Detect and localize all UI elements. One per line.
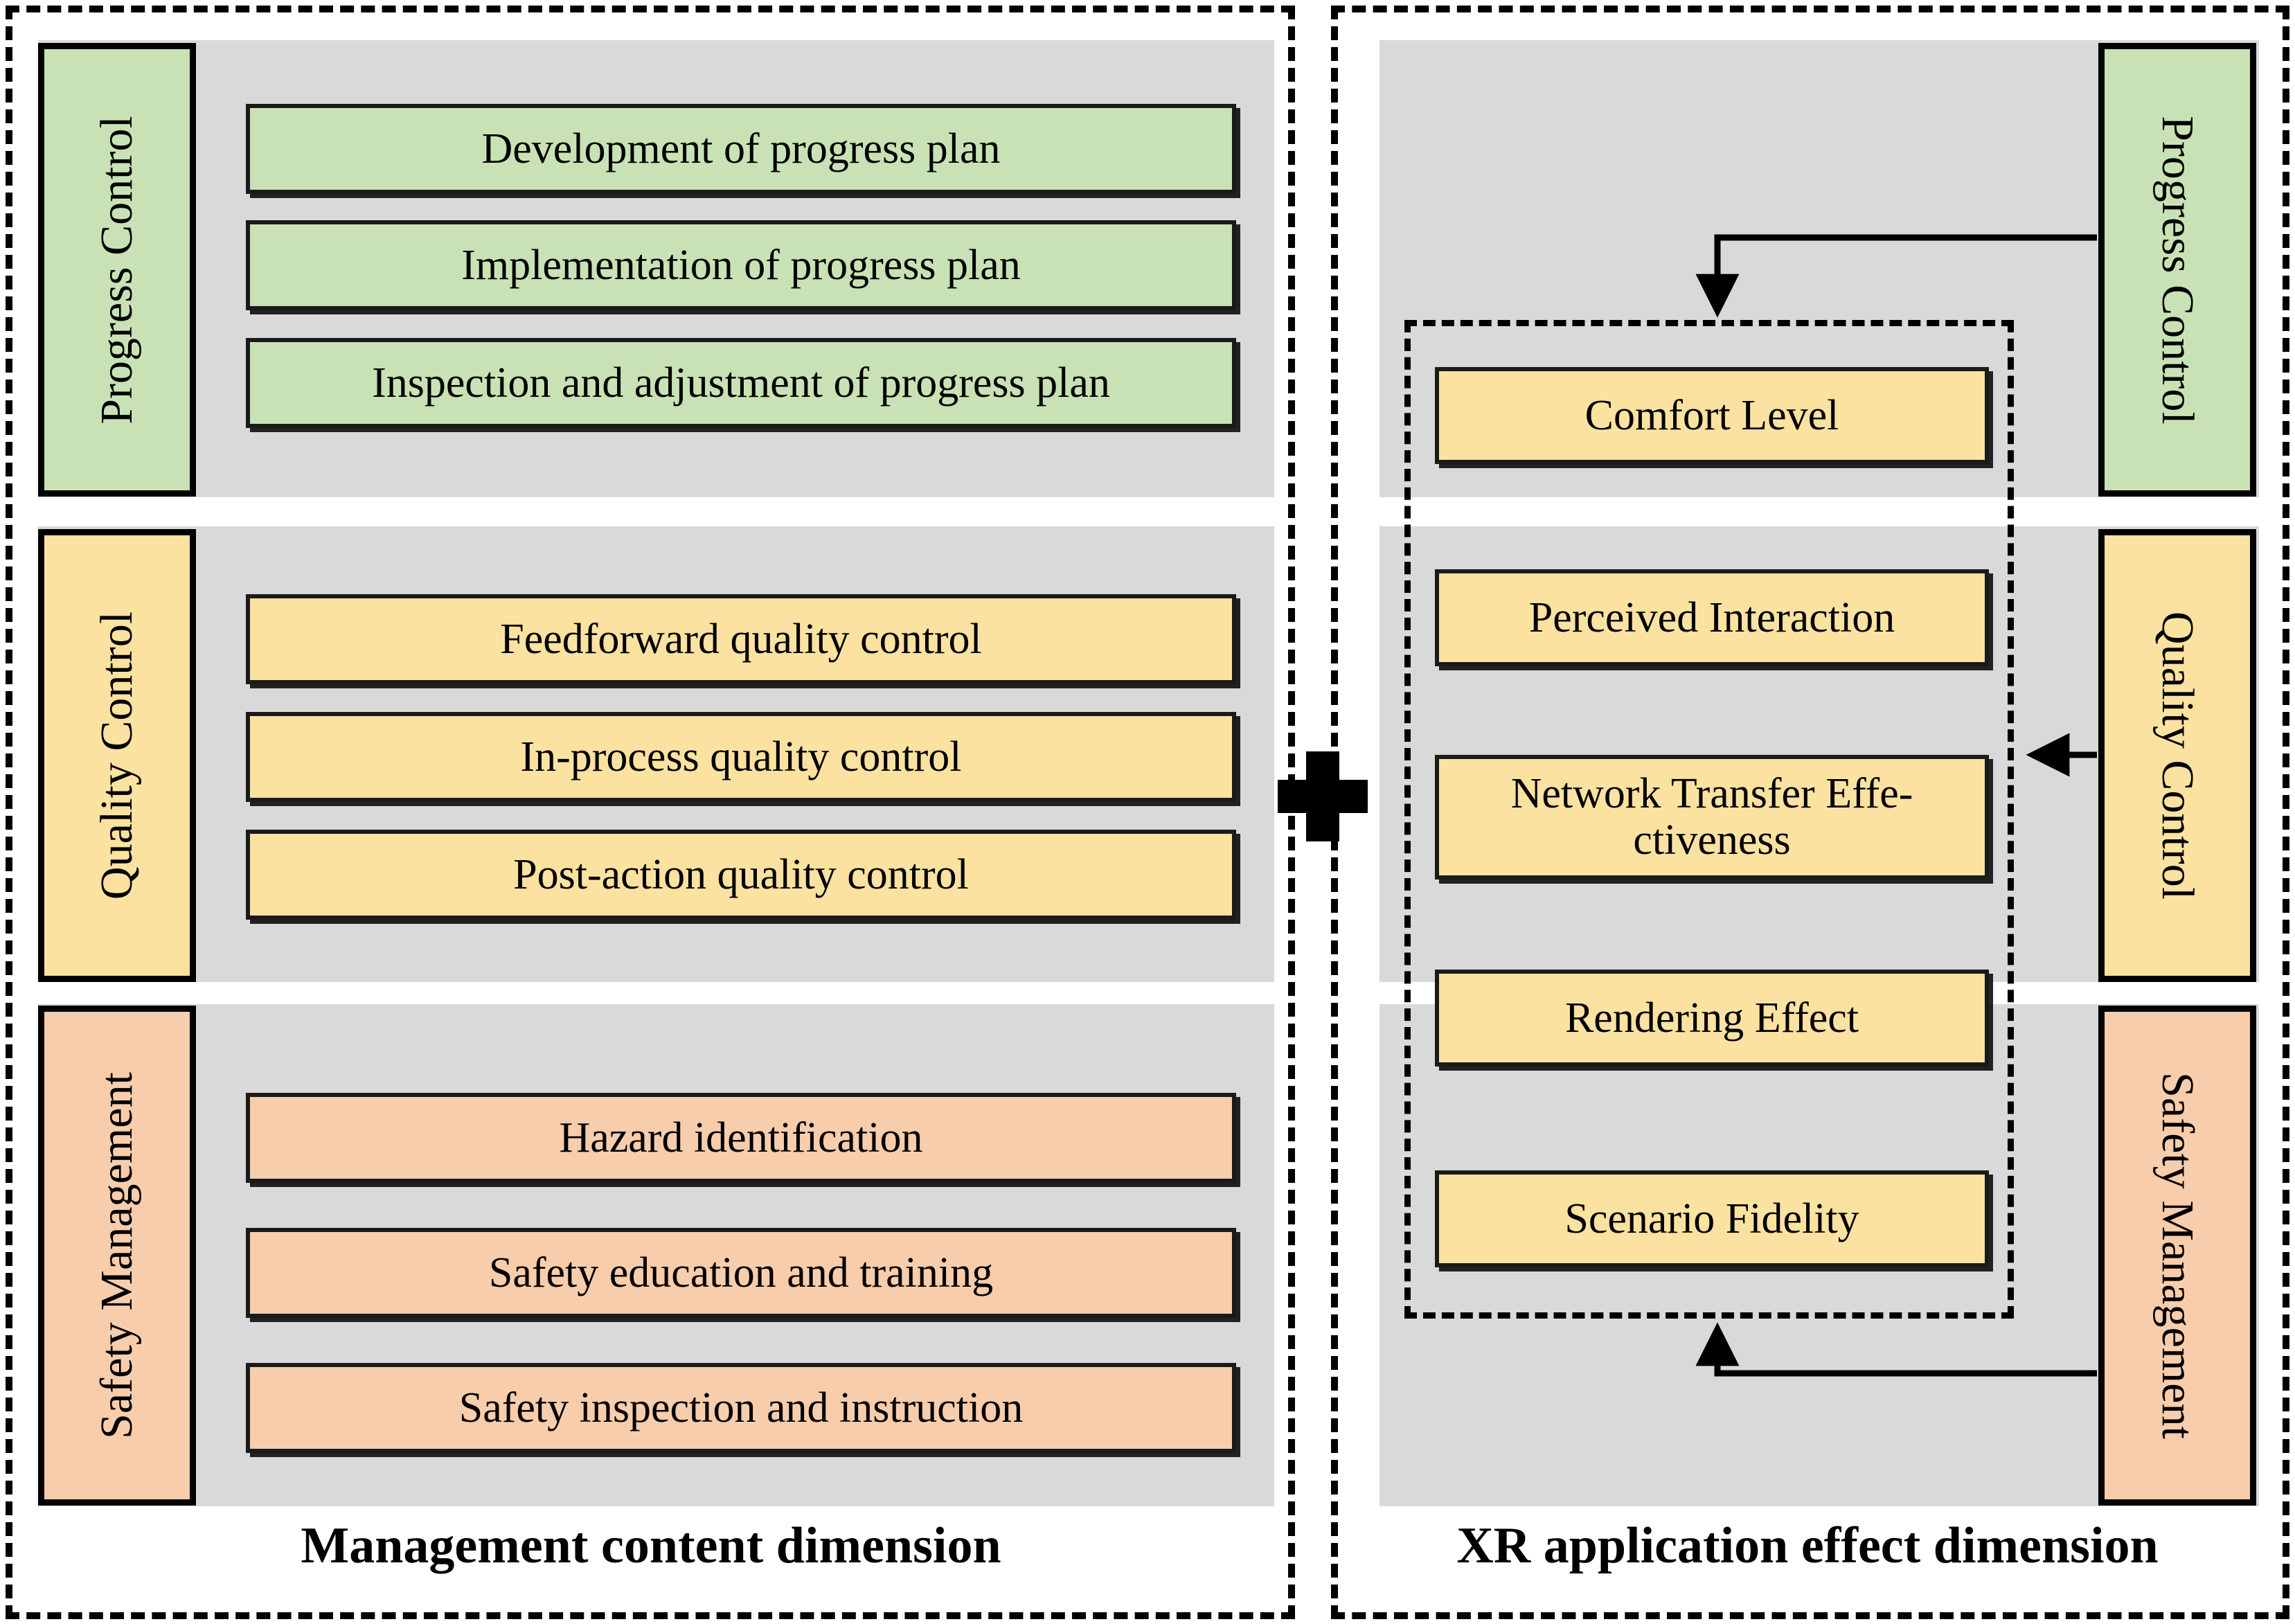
effect-box-network-transfer-effectiveness[interactable]: Network Transfer Effe-ctiveness (1435, 755, 1989, 880)
group-label-safety-management-left: Safety Management (38, 1006, 196, 1506)
item-box-feedforward-quality-control[interactable]: Feedforward quality control (246, 594, 1236, 684)
item-box-label: Development of progress plan (481, 125, 1001, 172)
group-label-progress-control-left: Progress Control (38, 43, 196, 497)
item-box-hazard-identification[interactable]: Hazard identification (246, 1093, 1236, 1183)
item-box-label: Hazard identification (559, 1114, 923, 1161)
item-box-label: Implementation of progress plan (461, 241, 1021, 289)
item-box-in-process-quality-control[interactable]: In-process quality control (246, 712, 1236, 802)
group-label-safety-management-right: Safety Management (2098, 1006, 2256, 1506)
item-box-label: Safety education and training (488, 1249, 994, 1296)
effect-box-label: Rendering Effect (1564, 994, 1859, 1042)
item-box-development-of-progress-plan[interactable]: Development of progress plan (246, 104, 1236, 194)
group-label-progress-control-right: Progress Control (2098, 43, 2256, 497)
item-box-label: Safety inspection and instruction (458, 1384, 1024, 1431)
xr-application-effect-dimension-panel (1331, 6, 2289, 1619)
effect-box-label: Comfort Level (1584, 391, 1839, 439)
caption-management-content-dimension: Management content dimension (301, 1517, 1001, 1574)
item-box-safety-inspection-and-instruction[interactable]: Safety inspection and instruction (246, 1363, 1236, 1453)
group-label-text: Quality Control (2152, 611, 2203, 900)
group-label-text: Safety Management (91, 1072, 142, 1439)
effect-box-label: Perceived Interaction (1528, 594, 1895, 641)
item-box-inspection-and-adjustment-of-progress-plan[interactable]: Inspection and adjustment of progress pl… (246, 338, 1236, 428)
group-label-text: Progress Control (91, 115, 142, 425)
item-box-post-action-quality-control[interactable]: Post-action quality control (246, 830, 1236, 920)
group-label-text: Progress Control (2152, 115, 2203, 425)
effect-box-label: Network Transfer Effe-ctiveness (1510, 770, 1913, 864)
item-box-implementation-of-progress-plan[interactable]: Implementation of progress plan (246, 220, 1236, 310)
effect-box-scenario-fidelity[interactable]: Scenario Fidelity (1435, 1170, 1989, 1267)
group-label-text: Quality Control (91, 611, 142, 900)
item-box-label: Post-action quality control (513, 850, 969, 898)
item-box-label: Feedforward quality control (500, 615, 982, 663)
effect-box-perceived-interaction[interactable]: Perceived Interaction (1435, 569, 1989, 666)
item-box-label: In-process quality control (520, 733, 962, 780)
xr-effect-grouping-box (1404, 320, 2014, 1319)
effect-box-comfort-level[interactable]: Comfort Level (1435, 367, 1989, 464)
item-box-label: Inspection and adjustment of progress pl… (372, 359, 1110, 407)
caption-xr-application-effect-dimension: XR application effect dimension (1456, 1517, 2159, 1574)
group-label-quality-control-left: Quality Control (38, 529, 196, 982)
group-label-text: Safety Management (2152, 1072, 2203, 1439)
item-box-safety-education-and-training[interactable]: Safety education and training (246, 1228, 1236, 1318)
group-label-quality-control-right: Quality Control (2098, 529, 2256, 982)
effect-box-rendering-effect[interactable]: Rendering Effect (1435, 970, 1989, 1067)
effect-box-label: Scenario Fidelity (1564, 1195, 1859, 1242)
